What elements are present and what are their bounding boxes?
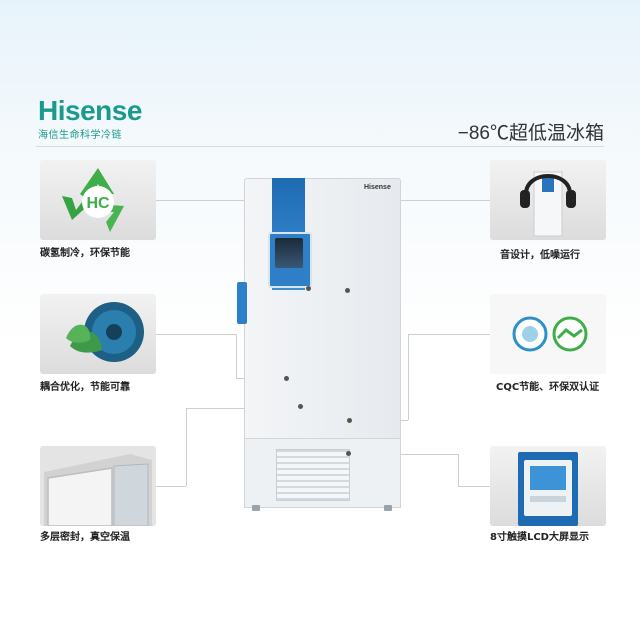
freezer-foot: [252, 505, 260, 511]
freezer-foot: [384, 505, 392, 511]
connector-line: [236, 334, 237, 378]
feature-card-certification: [490, 294, 606, 374]
certification-badges-icon: [490, 294, 606, 374]
connector-line: [156, 486, 186, 487]
page-title: −86℃超低温冰箱: [457, 123, 604, 144]
brand-subtitle: 海信生命科学冷链: [38, 130, 122, 141]
feature-caption-lcd: 8寸触摸LCD大屏显示: [490, 532, 589, 543]
feature-card-hydrocarbon: HC: [40, 160, 156, 240]
callout-dot: [346, 451, 351, 456]
hc-badge-text: HC: [86, 195, 110, 212]
headphones-icon: [520, 171, 576, 237]
header-divider: [36, 146, 604, 147]
freezer-lcd-screen: [275, 238, 303, 268]
feature-card-noise: [490, 160, 606, 240]
feature-caption-noise: 音设计，低噪运行: [500, 250, 580, 261]
connector-line: [408, 334, 490, 335]
freezer-handle: [237, 282, 247, 324]
door-seal-icon: [40, 446, 156, 526]
recycle-icon: HC: [62, 168, 124, 232]
connector-line: [348, 200, 490, 201]
connector-line: [186, 408, 300, 409]
brand-logo: Hisense 海信生命科学冷链: [38, 95, 142, 142]
fan-icon: [66, 302, 144, 362]
brand-name: Hisense: [38, 95, 142, 126]
connector-line: [186, 408, 187, 486]
freezer-vent-grille: [276, 449, 350, 501]
connector-line: [350, 454, 458, 455]
feature-caption-coupling: 耦合优化，节能可靠: [40, 382, 130, 393]
lcd-screen-icon: [518, 452, 578, 526]
connector-line: [458, 486, 490, 487]
connector-line: [156, 200, 244, 201]
connector-line: [458, 454, 459, 486]
connector-line: [156, 334, 236, 335]
callout-dot: [298, 404, 303, 409]
feature-card-coupling: [40, 294, 156, 374]
feature-card-seal: [40, 446, 156, 526]
feature-caption-hydrocarbon: 碳氢制冷，环保节能: [40, 248, 130, 259]
connector-line: [408, 334, 409, 420]
freezer-brand-label: Hisense: [364, 184, 391, 191]
callout-dot: [345, 288, 350, 293]
callout-dot: [306, 286, 311, 291]
callout-dot: [284, 376, 289, 381]
callout-dot: [347, 418, 352, 423]
feature-caption-certification: CQC节能、环保双认证: [496, 382, 600, 393]
feature-card-lcd: [490, 446, 606, 526]
feature-caption-seal: 多层密封，真空保温: [40, 532, 130, 543]
